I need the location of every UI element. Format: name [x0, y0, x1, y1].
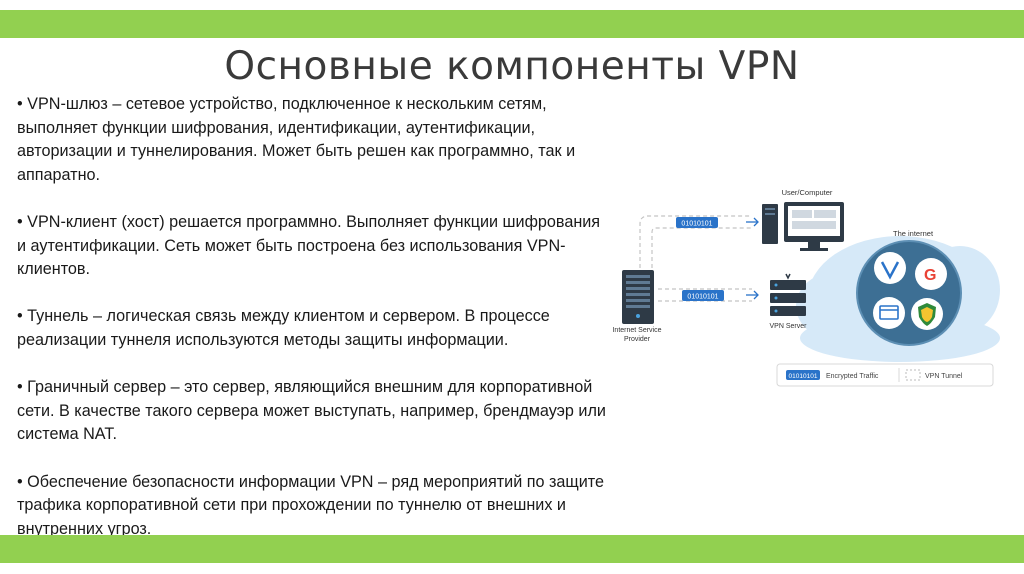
bullet-border-server: • Граничный сервер – это сервер, являющи… [17, 378, 606, 444]
browser-icon [873, 297, 905, 329]
svg-text:Encrypted Traffic: Encrypted Traffic [826, 373, 879, 380]
diagram-legend: 01010101 Encrypted Traffic VPN Tunnel [776, 363, 994, 387]
encrypted-traffic-badge-bottom: 01010101 [682, 290, 724, 301]
bullet-security: • Обеспечение безопасности информации VP… [17, 472, 605, 538]
svg-text:01010101: 01010101 [789, 373, 818, 380]
isp-label: Internet Service [612, 327, 661, 334]
vpn-tunnel-top [639, 215, 759, 268]
encrypted-traffic-badge-top: 01010101 [676, 217, 718, 228]
bullet-vpn-client: • VPN-клиент (хост) решается программно.… [17, 212, 601, 279]
vpn-server-label: VPN Server [770, 323, 808, 330]
svg-text:01010101: 01010101 [681, 221, 712, 228]
isp-label-2: Provider [624, 336, 651, 343]
bullet-tunnel: • Туннель – логическая связь между клиен… [17, 307, 550, 349]
bullet-vpn-gateway: • VPN-шлюз – сетевое устройство, подключ… [17, 95, 576, 184]
google-icon: G [915, 258, 947, 290]
server-rack-icon [622, 270, 654, 324]
computer-icon [762, 202, 844, 251]
user-computer-label: User/Computer [782, 188, 833, 197]
vpn-diagram: The internet G 01010101 [612, 188, 1000, 387]
top-accent-bar [0, 10, 1024, 38]
globe-icon [856, 240, 962, 346]
svg-text:01010101: 01010101 [687, 294, 718, 301]
svg-text:G: G [924, 267, 936, 284]
svg-text:VPN Tunnel: VPN Tunnel [925, 373, 963, 380]
bottom-accent-bar [0, 535, 1024, 563]
bullet-list: • VPN-шлюз – сетевое устройство, подключ… [17, 93, 607, 541]
security-shield-icon [911, 298, 943, 330]
slide-title: Основные компоненты VPN [224, 44, 800, 89]
vpn-shield-icon [874, 252, 906, 284]
internet-label: The internet [893, 229, 934, 238]
vpn-server-icon [770, 273, 806, 316]
vpn-tunnel-bottom [658, 288, 759, 302]
